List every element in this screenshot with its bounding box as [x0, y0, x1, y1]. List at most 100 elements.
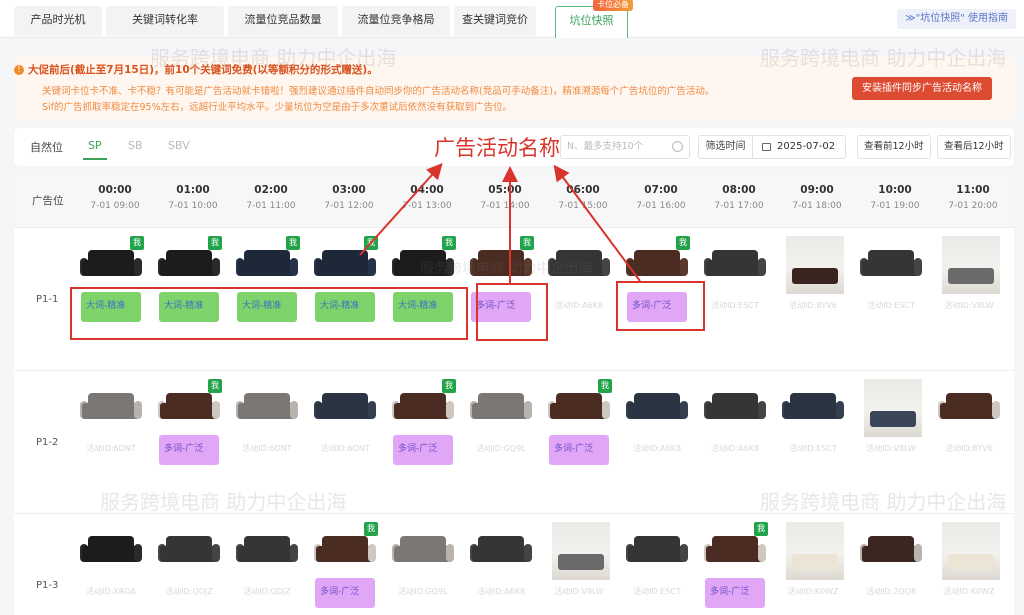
- campaign-tag[interactable]: 多词-广泛: [471, 292, 531, 322]
- product-image[interactable]: [236, 393, 298, 423]
- snapshot-cell[interactable]: 我多词-广泛: [310, 514, 380, 615]
- product-image[interactable]: [626, 393, 688, 423]
- tab-keyword-conversion[interactable]: 关键词转化率: [106, 6, 224, 36]
- product-image[interactable]: [314, 536, 376, 566]
- snapshot-cell[interactable]: 活动ID:QDJZ: [232, 514, 302, 615]
- product-image[interactable]: [864, 379, 922, 437]
- snapshot-cell[interactable]: 活动ID:ESCT: [622, 514, 692, 615]
- tab-keyword-bid[interactable]: 查关键词竞价: [454, 6, 536, 36]
- product-image[interactable]: [392, 393, 454, 423]
- snapshot-cell[interactable]: 活动ID:8YV6: [934, 371, 1004, 501]
- snapshot-cell[interactable]: 活动ID:K0WZ: [778, 514, 848, 615]
- product-image[interactable]: [470, 393, 532, 423]
- product-image[interactable]: [704, 536, 766, 566]
- prev-12h-button[interactable]: 查看前12小时: [857, 135, 931, 159]
- tab-product-time-machine[interactable]: 产品时光机: [14, 6, 102, 36]
- product-image[interactable]: [158, 536, 220, 566]
- snapshot-cell[interactable]: 我大词-精准: [154, 228, 224, 358]
- campaign-tag[interactable]: 大词-精准: [81, 292, 141, 322]
- product-image[interactable]: [786, 236, 844, 294]
- snapshot-cell[interactable]: 活动ID:QDJZ: [154, 514, 224, 615]
- snapshot-cell[interactable]: 活动ID:GQ9L: [466, 371, 536, 501]
- product-image[interactable]: [392, 536, 454, 566]
- campaign-tag[interactable]: 多词-广泛: [549, 435, 609, 465]
- product-image[interactable]: [942, 236, 1000, 294]
- snapshot-cell[interactable]: 活动ID:K0WZ: [934, 514, 1004, 615]
- campaign-tag[interactable]: 多词-广泛: [627, 292, 687, 322]
- snapshot-cell[interactable]: 活动ID:A6K8: [466, 514, 536, 615]
- filter-tab-sb[interactable]: SB: [128, 139, 143, 152]
- snapshot-cell[interactable]: 我多词-广泛: [388, 371, 458, 501]
- product-image[interactable]: [236, 250, 298, 280]
- snapshot-cell[interactable]: 活动ID:8YV6: [778, 228, 848, 358]
- campaign-tag[interactable]: 大词-精准: [393, 292, 453, 322]
- snapshot-cell[interactable]: 我大词-精准: [232, 228, 302, 358]
- campaign-tag[interactable]: 大词-精准: [159, 292, 219, 322]
- product-image[interactable]: [548, 393, 610, 423]
- campaign-id: 活动ID:A6K8: [710, 444, 760, 453]
- snapshot-cell[interactable]: 我多词-广泛: [700, 514, 770, 615]
- campaign-search-input[interactable]: N、最多支持10个: [560, 135, 690, 159]
- snapshot-cell[interactable]: 我大词-精准: [76, 228, 146, 358]
- snapshot-cell[interactable]: 活动ID:V8LW: [934, 228, 1004, 358]
- product-image[interactable]: [80, 250, 142, 280]
- product-image[interactable]: [860, 250, 922, 280]
- snapshot-cell[interactable]: 活动ID:6DNT: [76, 371, 146, 501]
- product-image[interactable]: [782, 393, 844, 423]
- product-image[interactable]: [548, 250, 610, 280]
- product-image[interactable]: [236, 536, 298, 566]
- snapshot-cell[interactable]: 我多词-广泛: [154, 371, 224, 501]
- tab-traffic-competition[interactable]: 流量位竞争格局: [342, 6, 450, 36]
- product-image[interactable]: [158, 250, 220, 280]
- filter-tab-sbv[interactable]: SBV: [168, 139, 190, 152]
- campaign-tag[interactable]: 大词-精准: [315, 292, 375, 322]
- product-image[interactable]: [786, 522, 844, 580]
- snapshot-cell[interactable]: 活动ID:2QQ8: [856, 514, 926, 615]
- filter-tab-natural[interactable]: 自然位: [30, 141, 63, 154]
- snapshot-cell[interactable]: 活动ID:A6K8: [700, 371, 770, 501]
- snapshot-cell[interactable]: 活动ID:A6K8: [544, 228, 614, 358]
- column-header: 07:00 7-01 16:00: [622, 184, 700, 211]
- campaign-id: 活动ID:6DNT: [86, 444, 136, 453]
- snapshot-cell[interactable]: 活动ID:ESCT: [856, 228, 926, 358]
- snapshot-cell[interactable]: 活动ID:ESCT: [778, 371, 848, 501]
- product-image[interactable]: [626, 250, 688, 280]
- tab-traffic-competitor-count[interactable]: 流量位竞品数量: [228, 6, 338, 36]
- campaign-tag[interactable]: 多词-广泛: [393, 435, 453, 465]
- snapshot-cell[interactable]: 活动ID:6DNT: [232, 371, 302, 501]
- campaign-tag[interactable]: 多词-广泛: [705, 578, 765, 608]
- campaign-tag[interactable]: 大词-精准: [237, 292, 297, 322]
- snapshot-cell[interactable]: 活动ID:V8LW: [856, 371, 926, 501]
- snapshot-cell[interactable]: 活动ID:GQ9L: [388, 514, 458, 615]
- snapshot-cell[interactable]: 活动ID:XROA: [76, 514, 146, 615]
- product-image[interactable]: [704, 250, 766, 280]
- campaign-tag[interactable]: 多词-广泛: [159, 435, 219, 465]
- tab-position-snapshot[interactable]: 坑位快照 卡位必备: [555, 0, 633, 38]
- campaign-tag[interactable]: 多词-广泛: [315, 578, 375, 608]
- product-image[interactable]: [704, 393, 766, 423]
- product-image[interactable]: [80, 393, 142, 423]
- product-image[interactable]: [470, 536, 532, 566]
- product-image[interactable]: [942, 522, 1000, 580]
- product-image[interactable]: [626, 536, 688, 566]
- product-image[interactable]: [314, 250, 376, 280]
- snapshot-cell[interactable]: 我多词-广泛: [466, 228, 536, 358]
- usage-guide-link[interactable]: ≫"坑位快照" 使用指南: [897, 9, 1016, 29]
- snapshot-cell[interactable]: 我多词-广泛: [544, 371, 614, 501]
- product-image[interactable]: [392, 250, 454, 280]
- product-image[interactable]: [938, 393, 1000, 423]
- next-12h-button[interactable]: 查看后12小时: [937, 135, 1011, 159]
- product-image[interactable]: [552, 522, 610, 580]
- snapshot-cell[interactable]: 活动ID:V8LW: [544, 514, 614, 615]
- snapshot-cell[interactable]: 活动ID:6DNT: [310, 371, 380, 501]
- product-image[interactable]: [80, 536, 142, 566]
- snapshot-cell[interactable]: 活动ID:ESCT: [700, 228, 770, 358]
- product-image[interactable]: [470, 250, 532, 280]
- product-image[interactable]: [158, 393, 220, 423]
- date-picker[interactable]: 筛选时间 2025-07-02: [698, 135, 846, 159]
- product-image[interactable]: [314, 393, 376, 423]
- filter-tab-sp[interactable]: SP: [83, 139, 107, 160]
- install-plugin-button[interactable]: 安装插件同步广告活动名称: [852, 77, 992, 100]
- snapshot-cell[interactable]: 活动ID:A6K8: [622, 371, 692, 501]
- product-image[interactable]: [860, 536, 922, 566]
